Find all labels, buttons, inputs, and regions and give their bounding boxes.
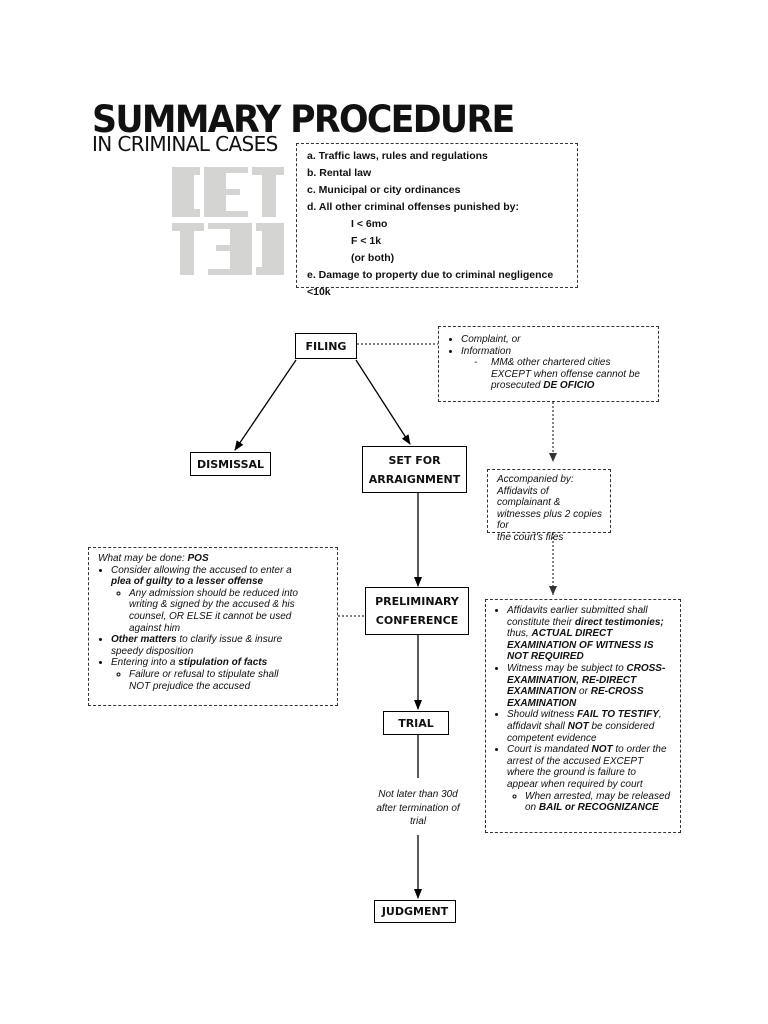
accompanied-note: Accompanied by: Affidavits of complainan… bbox=[487, 469, 611, 543]
trial-note-cross: Witness may be subject to CROSS-EXAMINAT… bbox=[507, 663, 676, 709]
filing-note-complaint: Complaint, or bbox=[461, 334, 652, 346]
node-preliminary-line2: CONFERENCE bbox=[375, 614, 459, 627]
dotted-arrowhead-1 bbox=[549, 453, 557, 462]
node-preliminary-line1: PRELIMINARY bbox=[375, 595, 459, 608]
coverage-box: a. Traffic laws, rules and regulations b… bbox=[296, 143, 578, 298]
coverage-item-e: e. Damage to property due to criminal ne… bbox=[307, 269, 554, 298]
pos-item-other-matters: Other matters to clarify issue & insures… bbox=[111, 634, 331, 657]
node-arraignment-line1: SET FOR bbox=[388, 453, 441, 467]
coverage-item-a: a. Traffic laws, rules and regulations bbox=[307, 150, 488, 162]
timing-note: Not later than 30d after termination of … bbox=[376, 789, 460, 827]
node-dismissal: DISMISSAL bbox=[190, 452, 271, 476]
node-trial: TRIAL bbox=[383, 711, 449, 735]
trial-note-fail-to-testify: Should witness FAIL TO TESTIFY,affidavit… bbox=[507, 709, 676, 744]
filing-note: Complaint, or Information - MM& other ch… bbox=[438, 326, 659, 402]
filing-note-sub: - MM& other chartered cities EXCEPT when… bbox=[474, 357, 640, 392]
coverage-fine: F < 1k bbox=[351, 235, 382, 247]
node-judgment: JUDGMENT bbox=[374, 900, 456, 923]
coverage-imprisonment: I < 6mo bbox=[351, 218, 388, 230]
node-arraignment-line2: ARRAIGNMENT bbox=[368, 472, 461, 486]
node-preliminary-conference: PRELIMINARY CONFERENCE bbox=[365, 587, 469, 635]
trial-note: Affidavits earlier submitted shallconsti… bbox=[485, 599, 681, 833]
pos-item-plea: Consider allowing the accused to enter a… bbox=[111, 565, 331, 635]
page-title: SUMMARY PROCEDURE bbox=[92, 98, 515, 141]
coverage-item-d: d. All other criminal offenses punished … bbox=[307, 201, 519, 213]
page-subtitle: IN CRIMINAL CASES bbox=[92, 132, 278, 156]
filing-note-information: Information bbox=[461, 346, 652, 358]
pos-heading: What may be done: POS bbox=[98, 553, 209, 564]
arrow-filing-to-arraignment bbox=[355, 359, 411, 445]
node-set-for-arraignment: SET FOR ARRAIGNMENT bbox=[362, 446, 467, 493]
pos-item-stipulation: Entering into a stipulation of facts Fai… bbox=[111, 657, 331, 692]
dotted-arrowhead-2 bbox=[549, 586, 557, 595]
decorative-block-graphic bbox=[172, 167, 284, 275]
coverage-item-c: c. Municipal or city ordinances bbox=[307, 184, 461, 196]
trial-note-affidavits: Affidavits earlier submitted shallconsti… bbox=[507, 605, 676, 663]
coverage-item-b: b. Rental law bbox=[307, 167, 372, 179]
pos-note: What may be done: POS Consider allowing … bbox=[88, 547, 338, 706]
trial-note-arrest: Court is mandated NOT to order thearrest… bbox=[507, 744, 676, 814]
coverage-both: (or both) bbox=[351, 252, 395, 264]
arrow-filing-to-dismissal bbox=[234, 359, 297, 451]
node-filing: FILING bbox=[295, 333, 357, 359]
